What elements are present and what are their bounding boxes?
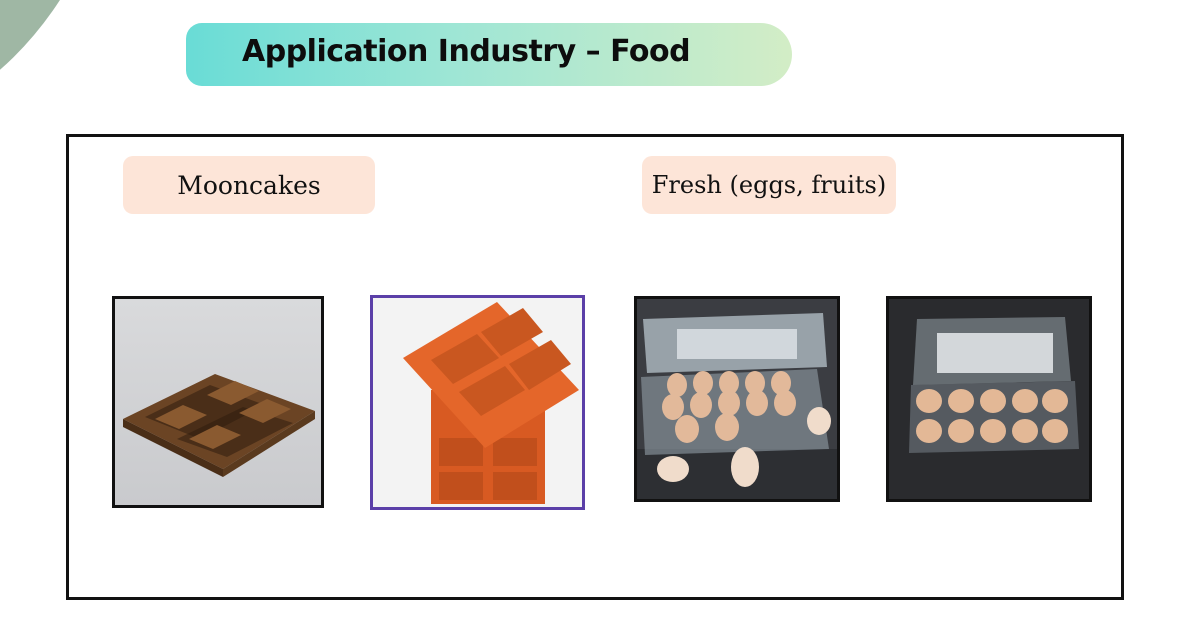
title-banner: Application Industry – Food xyxy=(186,23,792,86)
open-egg-carton-image xyxy=(634,296,840,502)
closed-egg-carton-image xyxy=(886,296,1092,502)
fresh-label: Fresh (eggs, fruits) xyxy=(642,156,896,214)
brown-mooncake-tray-image xyxy=(112,296,324,508)
page-title: Application Industry – Food xyxy=(242,34,691,69)
mooncakes-label: Mooncakes xyxy=(123,156,375,214)
orange-mooncake-tray-image xyxy=(370,295,585,510)
